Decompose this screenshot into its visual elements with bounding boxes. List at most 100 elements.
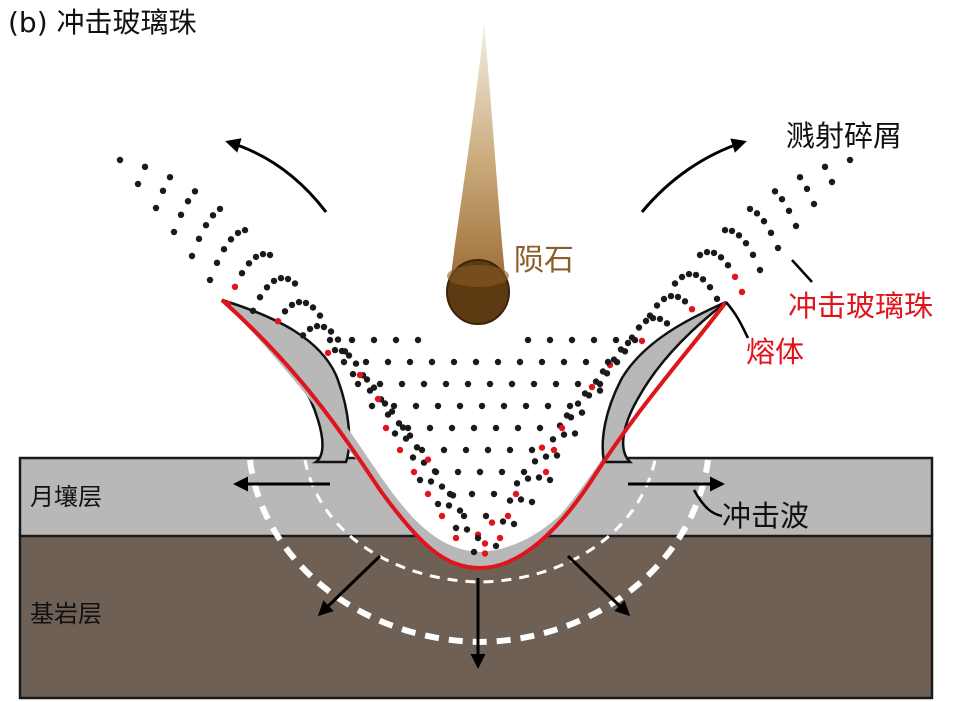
ejecta-dot [753,210,761,217]
ejecta-dot [313,322,321,330]
glass-bead-dot [452,534,460,542]
glass-bead-dot [488,519,496,526]
ejecta-dot [256,294,264,301]
ejecta-dot [159,187,167,194]
ejecta-dot [516,358,524,366]
ejecta-dot [432,468,440,476]
ejecta-dot [828,178,836,186]
ejecta-dot [771,188,779,195]
ejecta-dot [395,420,403,427]
ejecta-dot [266,251,274,259]
glass-bead-dot [542,468,550,476]
ejecta-dot [549,436,557,443]
ejecta-dot [538,358,546,366]
ejecta-dot [552,380,560,388]
ejecta-dot [284,275,292,283]
ejecta-dot [220,246,228,253]
ejecta-dot [821,163,829,170]
ejecta-dot [599,368,607,375]
glass-bead-dot [688,306,696,313]
ejecta-dot [656,315,664,323]
ejecta-dot [749,251,757,258]
label-impact-glass-beads: 冲击玻璃珠 [788,289,933,323]
arrow-ejecta-right [640,138,747,213]
ejecta-dot [316,312,324,319]
ejecta-dot [454,468,462,476]
ejecta-dot [792,222,800,230]
ejecta-dot [535,474,543,481]
ejecta-dot [635,324,643,331]
ejecta-dot [470,548,478,556]
glass-bead-dot [558,424,566,432]
arrow-down-left [317,554,382,617]
ejecta-dot [263,284,271,291]
ejecta-dot [434,402,442,410]
ejecta-dot [756,266,764,274]
glass-bead-dot [738,288,746,296]
ejecta-dot [566,402,574,410]
ejecta-dot [412,402,420,410]
ejecta-dot [482,512,490,520]
glass-bead-dot [382,424,390,432]
ejecta-dot [426,424,434,432]
arrow-down-right [566,554,631,617]
ejecta-dot [544,402,552,410]
ejecta-dot [420,380,428,388]
ejecta-dot [710,249,718,257]
ejecta-dot [462,446,470,454]
ejecta-dot [613,358,621,366]
ejecta-dot [390,402,398,410]
ejecta-dot [846,156,854,164]
ejecta-dot [334,336,342,343]
ejecta-dot [295,298,303,306]
ejecta-dot [660,295,668,303]
ejecta-dot [574,400,582,407]
ejecta-dot [472,358,480,366]
leader-shock-wave [692,489,723,518]
ejecta-dot [663,320,671,327]
ejecta-dot [368,402,376,410]
ejecta-dot [717,254,725,261]
ejecta-dot [578,409,586,416]
ejecta-dot [560,358,568,366]
ejecta-dot [590,336,598,344]
ejecta-dot [498,468,506,476]
glass-bead-dot [324,349,332,357]
ejecta-dot [767,229,775,236]
ejecta-dot [574,380,582,388]
ejecta-dot [678,273,686,281]
glass-bead-dot [224,300,232,308]
ejecta-dot [406,432,414,439]
meteorite-top-face [447,265,509,287]
ejecta-dot [416,476,424,484]
ejecta-dot [796,174,804,181]
ejecta-dot [667,292,675,300]
ejecta-dot [500,402,508,410]
ejecta-dot [760,218,768,225]
ejecta-dot [560,431,568,438]
ejecta-dot [492,542,500,550]
label-shock-wave: 冲击波 [722,499,809,533]
ejecta-dot [116,156,124,164]
ejecta-dot [681,298,689,305]
ejecta-dot [442,380,450,388]
ejecta-dot [188,252,196,260]
ejecta-dot [568,336,576,344]
ejecta-dot [624,339,632,347]
ejecta-dot [291,280,299,287]
ejecta-dot [399,424,407,431]
ejecta-dot [514,424,522,432]
ejecta-dot [490,490,498,498]
glass-bead-dot [638,337,646,345]
ejecta-dot [582,358,590,366]
ejecta-dot [320,323,328,331]
label-meteorite: 陨石 [514,243,574,278]
ejecta-dot [195,235,203,242]
leader-glass-beads [791,259,813,283]
ejecta-dot [299,332,307,339]
ejecta-dot [352,360,360,367]
ejecta-dot [245,260,253,267]
glass-bead-dot [424,490,432,498]
ejecta-dot [270,277,278,285]
